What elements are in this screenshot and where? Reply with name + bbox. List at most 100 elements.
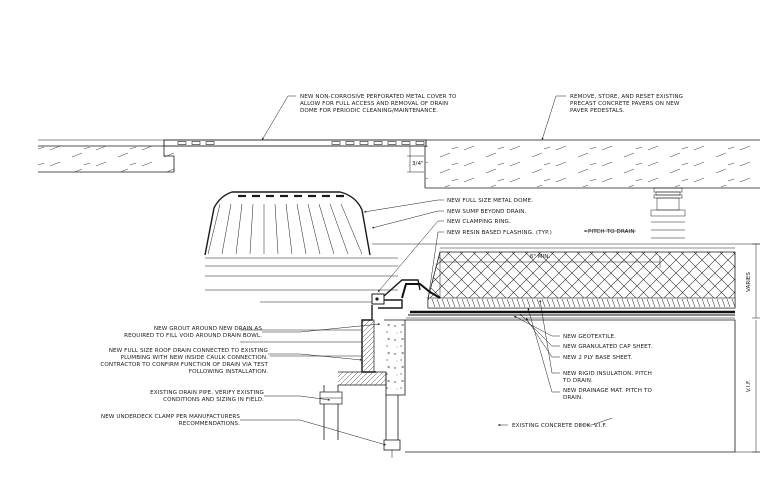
mat-tick [511,298,516,308]
mat-tick [516,298,521,308]
note-roof-drain-l2: PLUMBING WITH NEW INSIDE CAULK CONNECTIO… [121,355,268,361]
note-deck: EXISTING CONCRETE DECK. V.I.F. [512,423,607,429]
mat-tick [431,298,436,308]
dim-min-label: 6" MIN. [530,254,551,260]
perforated-cover [163,139,427,147]
note-pitch: PITCH TO DRAIN [588,229,635,235]
mat-tick [671,298,676,308]
mat-tick [471,298,476,308]
note-base-sheet: NEW 2 PLY BASE SHEET. [563,355,632,361]
mat-tick [641,298,646,308]
mat-tick [596,298,601,308]
cover-perforation [205,141,215,145]
underdeck-clamp [383,395,401,458]
mat-tick [546,298,551,308]
mat-tick [616,298,621,308]
mat-tick [501,298,506,308]
mat-tick [646,298,651,308]
mat-tick [721,298,726,308]
mat-tick [666,298,671,308]
note-underdeck-l2: RECOMMENDATIONS. [179,421,240,427]
mat-tick [686,298,691,308]
mat-tick [706,298,711,308]
dome-fin [207,203,221,255]
paver-slab-left [38,145,175,173]
cover-perforation [415,141,425,145]
dome-fin [340,203,363,255]
mat-tick [551,298,556,308]
mat-tick [626,298,631,308]
note-pavers-l2: PRECAST CONCRETE PAVERS ON NEW [570,101,680,107]
mat-tick [556,298,561,308]
note-insulation-l2: TO DRAIN. [562,378,593,384]
mat-tick [726,298,731,308]
mat-tick [496,298,501,308]
note-pavers: REMOVE, STORE, AND RESET EXISTING PRECAS… [570,94,683,114]
mat-tick [536,298,541,308]
dim-varies-label: VARIES [746,272,752,292]
dome-fin [285,203,293,255]
cover-perforation [387,141,397,145]
dome-fin [318,203,335,255]
gap-dimension: 3/4" [407,146,424,173]
mat-tick [676,298,681,308]
mat-tick [441,298,446,308]
mat-tick [571,298,576,308]
drainage-mat [427,297,736,309]
paver-pedestal [650,187,686,239]
note-drainage-mat-l2: DRAIN. [563,395,583,401]
note-pipe-l2: CONDITIONS AND SIZING IN FIELD. [163,397,264,403]
note-cover-l2: ALLOW FOR FULL ACCESS AND REMOVAL OF DRA… [300,101,448,107]
mat-tick [436,298,441,308]
note-grout: NEW GROUT AROUND NEW DRAIN AS REQUIRED T… [124,326,262,339]
dimension-vif: V.I.F. [746,320,760,453]
dome-fin [235,203,243,255]
dimension-min: 6" MIN. [440,254,661,268]
dome-fin [221,203,232,255]
paver-slab-right [424,139,760,189]
mat-tick [461,298,466,308]
resin-flashing [401,283,441,299]
note-geotextile: NEW GEOTEXTILE. [563,334,616,340]
dome-fin [296,203,307,255]
note-cap-sheet: NEW GRANULATED CAP SHEET. [563,344,653,350]
note-pavers-l1: REMOVE, STORE, AND RESET EXISTING [570,94,683,100]
mat-tick [696,298,701,308]
note-underdeck: NEW UNDERDECK CLAMP PER MANUFACTURERS RE… [101,414,240,427]
gap-dim-label: 3/4" [412,161,424,167]
drain-pipe [319,385,343,440]
note-dome: NEW FULL SIZE METAL DOME. [447,198,533,204]
dim-vif-label: V.I.F. [746,380,752,393]
dome-fin [274,203,279,255]
mat-tick [446,298,451,308]
dome-fin [329,203,349,255]
note-underdeck-l1: NEW UNDERDECK CLAMP PER MANUFACTURERS [101,414,240,420]
mat-tick [716,298,721,308]
note-cover: NEW NON-CORROSIVE PERFORATED METAL COVER… [300,94,457,114]
dome-fin [307,203,321,255]
mat-tick [681,298,686,308]
cover-perforation [345,141,355,145]
grout-fill [384,319,406,396]
mat-tick [521,298,526,308]
mat-tick [491,298,496,308]
note-insulation-l1: NEW RIGID INSULATION. PITCH [563,371,652,377]
mat-tick [526,298,531,308]
note-roof-drain-l1: NEW FULL SIZE ROOF DRAIN CONNECTED TO EX… [109,348,268,354]
note-cover-l3: DOME FOR PERIODIC CLEANING/MAINTENANCE. [300,108,438,114]
note-grout-l2: REQUIRED TO FILL VOID AROUND DRAIN BOWL. [124,333,262,339]
note-flashing: NEW RESIN BASED FLASHING. (TYP.) [447,230,552,236]
mat-tick [586,298,591,308]
note-pipe: EXISTING DRAIN PIPE. VERIFY EXISTING CON… [150,390,264,403]
mat-tick [566,298,571,308]
mat-tick [731,298,736,308]
cover-perforation [331,141,341,145]
mat-tick [451,298,456,308]
mat-tick [481,298,486,308]
mat-tick [636,298,641,308]
dimension-varies: VARIES [746,243,760,319]
note-roof-drain-l4: FOLLOWING INSTALLATION. [189,369,268,375]
mat-tick [656,298,661,308]
mat-tick [631,298,636,308]
